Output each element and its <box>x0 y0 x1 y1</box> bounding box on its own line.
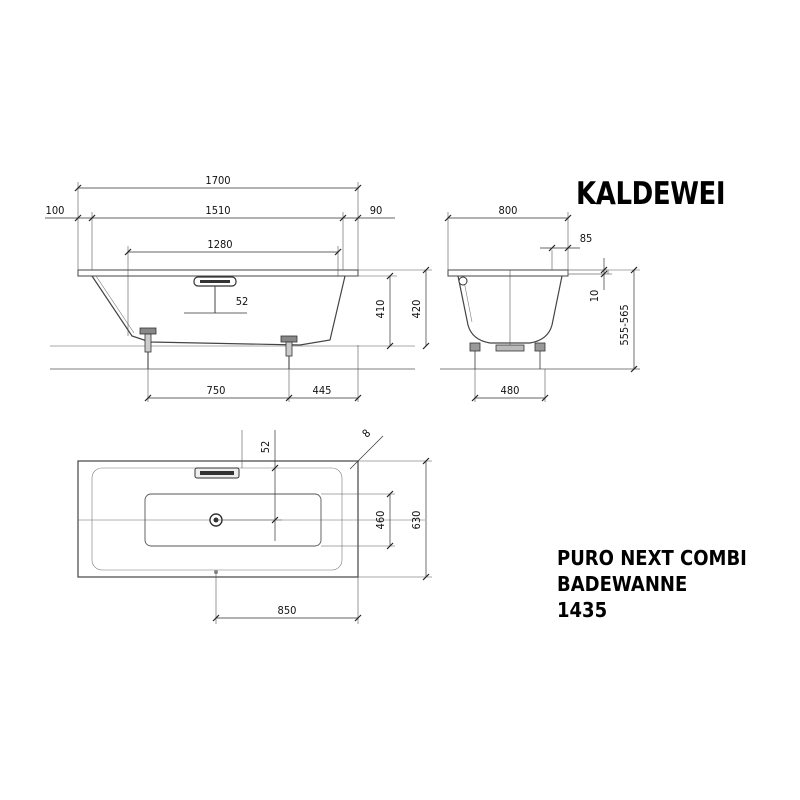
dim-left-rim: 100 <box>46 204 65 217</box>
dim-total-length: 1700 <box>205 174 230 187</box>
brand-logo: KALDEWEI <box>576 176 726 212</box>
dim-feet-right-offset: 445 <box>313 384 332 397</box>
plan-outer-rim <box>77 460 359 578</box>
dim-feet-width: 480 <box>501 384 520 397</box>
dim-plan-overflow: 52 <box>259 441 272 454</box>
dim-bottom-length: 1280 <box>207 238 232 251</box>
dim-inner-length: 1510 <box>205 204 230 217</box>
dim-rim-height: 420 <box>410 300 423 319</box>
dim-right-rim: 90 <box>370 204 383 217</box>
dim-outer-width: 630 <box>410 511 423 530</box>
dim-height-range: 555-565 <box>618 304 631 345</box>
side-foot-right <box>280 335 298 369</box>
dim-drain-position: 850 <box>278 604 297 617</box>
plan-view: 52 8 460 630 850 <box>77 427 432 624</box>
side-tub-body <box>91 275 346 346</box>
dim-overflow-offset: 52 <box>236 295 249 308</box>
front-rim <box>447 269 569 277</box>
front-view: 800 85 10 555-565 480 <box>444 204 640 402</box>
product-name-line2: BADEWANNE <box>557 572 688 596</box>
side-view: 1700 100 1510 90 1280 52 410 420 750 445 <box>45 174 432 402</box>
product-name-line1: PURO NEXT COMBI <box>557 546 747 570</box>
dim-corner-radius: 8 <box>360 427 374 441</box>
dim-tub-height: 410 <box>374 300 387 319</box>
dim-rim-thickness: 10 <box>588 290 601 303</box>
dim-side-rim: 85 <box>580 232 593 245</box>
product-number: 1435 <box>557 598 608 622</box>
dim-inner-width: 460 <box>374 511 387 530</box>
side-rim <box>77 269 359 277</box>
dim-width: 800 <box>499 204 518 217</box>
dim-line-8 <box>349 435 384 470</box>
dim-feet-spacing: 750 <box>207 384 226 397</box>
side-foot-left <box>139 327 157 369</box>
front-feet <box>469 342 546 369</box>
